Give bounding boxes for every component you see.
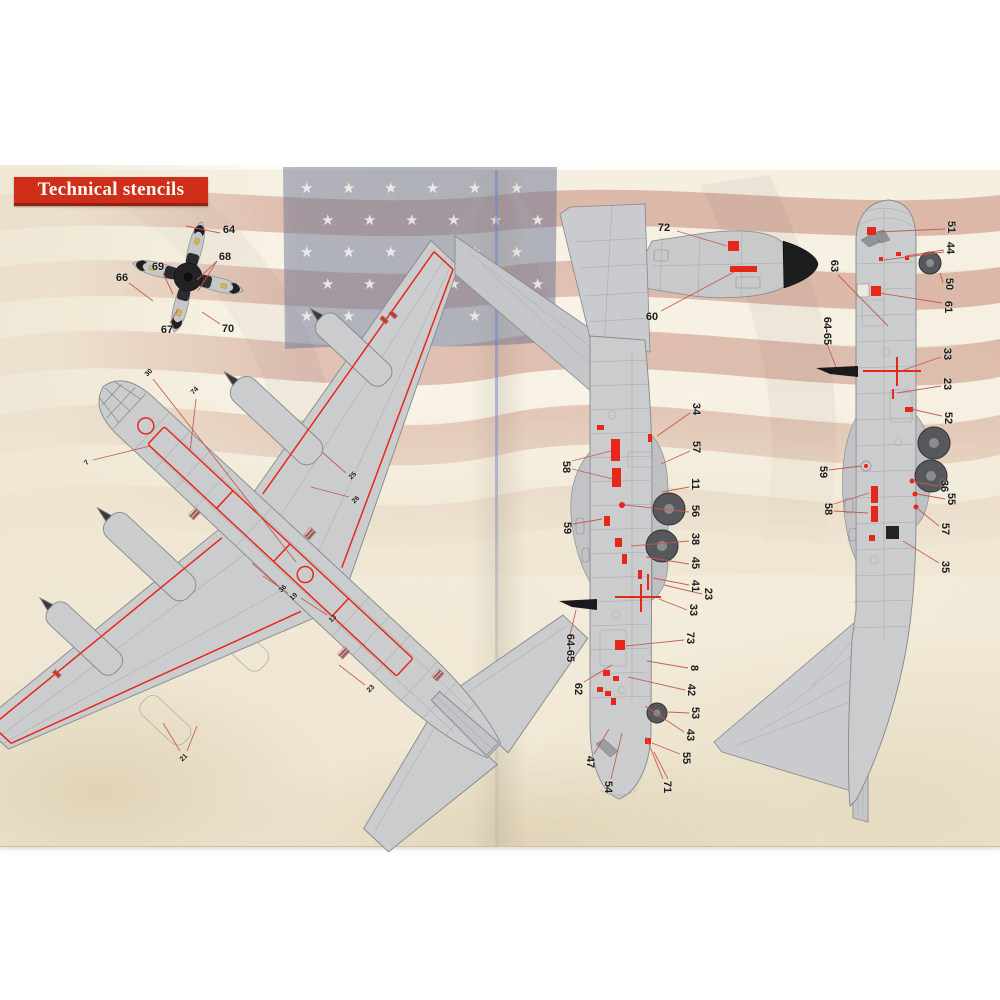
center_view-callout-64-65: 64-65	[564, 633, 576, 663]
right_view-callout-50: 50	[943, 277, 955, 291]
propeller-callout-64: 64	[222, 224, 236, 236]
center_view-callout-53: 53	[689, 706, 701, 720]
center_view-callout-58: 58	[560, 460, 572, 474]
right_view-callout-58: 58	[822, 502, 834, 516]
center_view-callout-33: 33	[687, 603, 699, 617]
center_view-callout-57: 57	[690, 440, 702, 454]
propeller-callout-70: 70	[221, 323, 235, 335]
center_view-callout-71: 71	[661, 780, 673, 794]
center_view-callout-54: 54	[602, 780, 614, 794]
center_view-callout-42: 42	[685, 683, 697, 697]
parchment-page	[0, 170, 1000, 847]
right_view-callout-55: 55	[945, 492, 957, 506]
center_view-callout-62: 62	[572, 682, 584, 696]
right_view-callout-36: 36	[938, 479, 950, 493]
title-banner: Technical stencils	[14, 177, 208, 206]
center_view-callout-59: 59	[561, 521, 573, 535]
propeller-callout-69: 69	[151, 261, 165, 273]
center_view-callout-8: 8	[688, 664, 700, 672]
center_view-callout-45: 45	[689, 556, 701, 570]
right_view-callout-33: 33	[941, 347, 953, 361]
right_view-callout-23: 23	[941, 377, 953, 391]
center_view-callout-47: 47	[584, 755, 596, 769]
nacelle-callout-60: 60	[645, 311, 659, 323]
center_view-callout-11: 11	[689, 478, 701, 490]
title-banner-label: Technical stencils	[37, 179, 185, 200]
right_view-callout-64-65: 64-65	[821, 316, 833, 346]
right_view-callout-61: 61	[942, 300, 954, 314]
center_view-callout-56: 56	[689, 504, 701, 518]
propeller-callout-66: 66	[115, 272, 129, 284]
center_view-callout-34: 34	[690, 402, 702, 416]
right_view-callout-51: 51	[945, 220, 957, 234]
center_view-callout-73: 73	[684, 631, 696, 645]
propeller-callout-67: 67	[160, 324, 174, 336]
right_view-callout-59: 59	[817, 465, 829, 479]
nacelle-callout-72: 72	[657, 222, 671, 234]
right_view-callout-44: 44	[944, 241, 956, 255]
center_view-callout-55: 55	[680, 751, 692, 765]
propeller-callout-68: 68	[218, 251, 232, 263]
center_view-callout-38: 38	[689, 532, 701, 546]
right_view-callout-35: 35	[939, 560, 951, 574]
right_view-callout-63: 63	[828, 259, 840, 273]
right_view-callout-57: 57	[939, 522, 951, 536]
right_view-callout-52: 52	[942, 411, 954, 425]
center_view-callout-41: 41	[689, 579, 701, 593]
center_view-callout-23: 23	[702, 587, 714, 601]
center_view-callout-43: 43	[684, 728, 696, 742]
